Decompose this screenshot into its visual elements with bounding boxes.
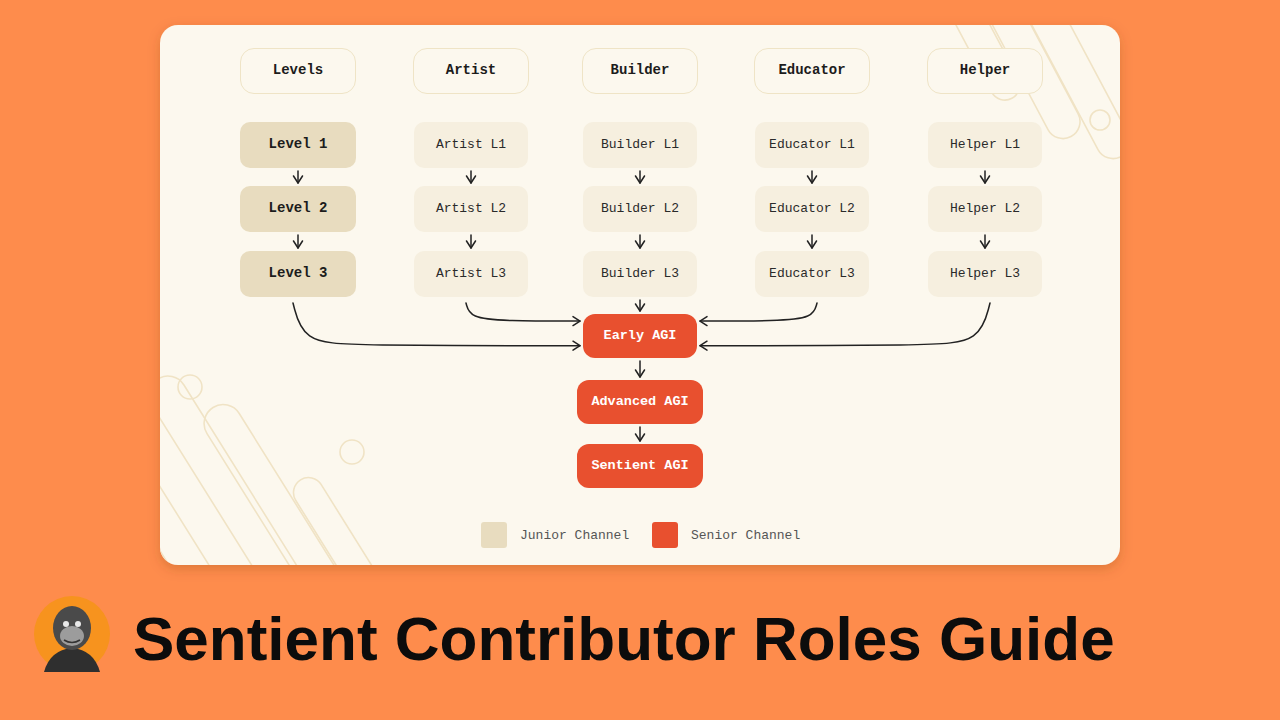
role-box: Builder L2 — [583, 186, 697, 232]
decor-pill — [197, 397, 351, 565]
flow-arrow — [811, 171, 813, 183]
decor-strokes — [160, 25, 1120, 565]
agi-box: Early AGI — [583, 314, 697, 358]
logo-avatar — [34, 596, 110, 672]
role-box: Helper L3 — [928, 251, 1042, 297]
flow-arrow — [639, 361, 641, 377]
agi-box: Sentient AGI — [577, 444, 703, 488]
level-box: Level 3 — [240, 251, 356, 297]
legend-swatch — [481, 522, 507, 548]
role-box: Educator L1 — [755, 122, 869, 168]
node-label: Builder — [611, 62, 670, 80]
logo-eye — [63, 621, 69, 627]
node-label: Artist L1 — [436, 137, 506, 153]
flow-arrow — [293, 303, 580, 346]
decor-circle — [1090, 110, 1110, 130]
flow-arrow — [470, 171, 472, 183]
node-label: Builder L2 — [601, 201, 679, 217]
logo-face — [60, 626, 84, 646]
node-label: Level 1 — [269, 136, 328, 154]
node-label: Educator L1 — [769, 137, 855, 153]
node-label: Educator — [778, 62, 845, 80]
node-label: Sentient AGI — [591, 458, 688, 475]
flow-arrow — [639, 427, 641, 441]
role-box: Educator L2 — [755, 186, 869, 232]
column-header: Levels — [240, 48, 356, 94]
role-box: Builder L3 — [583, 251, 697, 297]
node-label: Artist L3 — [436, 266, 506, 282]
role-box: Artist L3 — [414, 251, 528, 297]
node-label: Advanced AGI — [591, 394, 688, 411]
flow-arrow — [811, 235, 813, 248]
flow-arrow — [984, 235, 986, 248]
column-header: Educator — [754, 48, 870, 94]
node-label: Helper L2 — [950, 201, 1020, 217]
node-label: Educator L3 — [769, 266, 855, 282]
flow-arrow — [700, 303, 990, 346]
flow-arrow — [700, 303, 817, 321]
legend-item: Senior Channel — [652, 522, 800, 548]
node-label: Helper L3 — [950, 266, 1020, 282]
decor-pill — [160, 436, 234, 565]
role-box: Helper L2 — [928, 186, 1042, 232]
column-header: Artist — [413, 48, 529, 94]
role-box: Artist L2 — [414, 186, 528, 232]
legend-text: Junior Channel — [520, 528, 629, 543]
node-label: Level 3 — [269, 265, 328, 283]
flow-arrow — [470, 235, 472, 248]
role-box: Builder L1 — [583, 122, 697, 168]
agi-box: Advanced AGI — [577, 380, 703, 424]
role-box: Artist L1 — [414, 122, 528, 168]
flow-arrow — [297, 235, 299, 248]
node-label: Educator L2 — [769, 201, 855, 217]
logo-disc — [34, 596, 110, 672]
level-box: Level 2 — [240, 186, 356, 232]
legend-text: Senior Channel — [691, 528, 800, 543]
logo-eye — [75, 621, 81, 627]
node-label: Builder L1 — [601, 137, 679, 153]
decor-circle — [340, 440, 364, 464]
flow-arrow — [297, 171, 299, 183]
node-label: Helper — [960, 62, 1010, 80]
decor-pill — [288, 472, 382, 565]
node-label: Builder L3 — [601, 266, 679, 282]
column-header: Builder — [582, 48, 698, 94]
legend-swatch — [652, 522, 678, 548]
card — [160, 25, 1120, 565]
node-label: Helper L1 — [950, 137, 1020, 153]
node-label: Artist — [446, 62, 496, 80]
node-label: Early AGI — [604, 328, 677, 345]
role-box: Educator L3 — [755, 251, 869, 297]
title-text: Sentient Contributor Roles Guide — [133, 608, 1115, 670]
flow-arrow — [639, 235, 641, 248]
logo-body — [44, 648, 100, 672]
node-label: Levels — [273, 62, 323, 80]
flow-arrow — [639, 171, 641, 183]
node-label: Level 2 — [269, 200, 328, 218]
legend-item: Junior Channel — [481, 522, 629, 548]
role-box: Helper L1 — [928, 122, 1042, 168]
flow-arrow — [466, 303, 580, 321]
flow-arrow — [984, 171, 986, 183]
logo-head — [53, 606, 91, 650]
level-box: Level 1 — [240, 122, 356, 168]
flow-arrow — [639, 300, 641, 311]
decor-pill — [160, 369, 306, 565]
decor-circle — [178, 375, 202, 399]
logo-mouth — [64, 640, 80, 643]
column-header: Helper — [927, 48, 1043, 94]
node-label: Artist L2 — [436, 201, 506, 217]
